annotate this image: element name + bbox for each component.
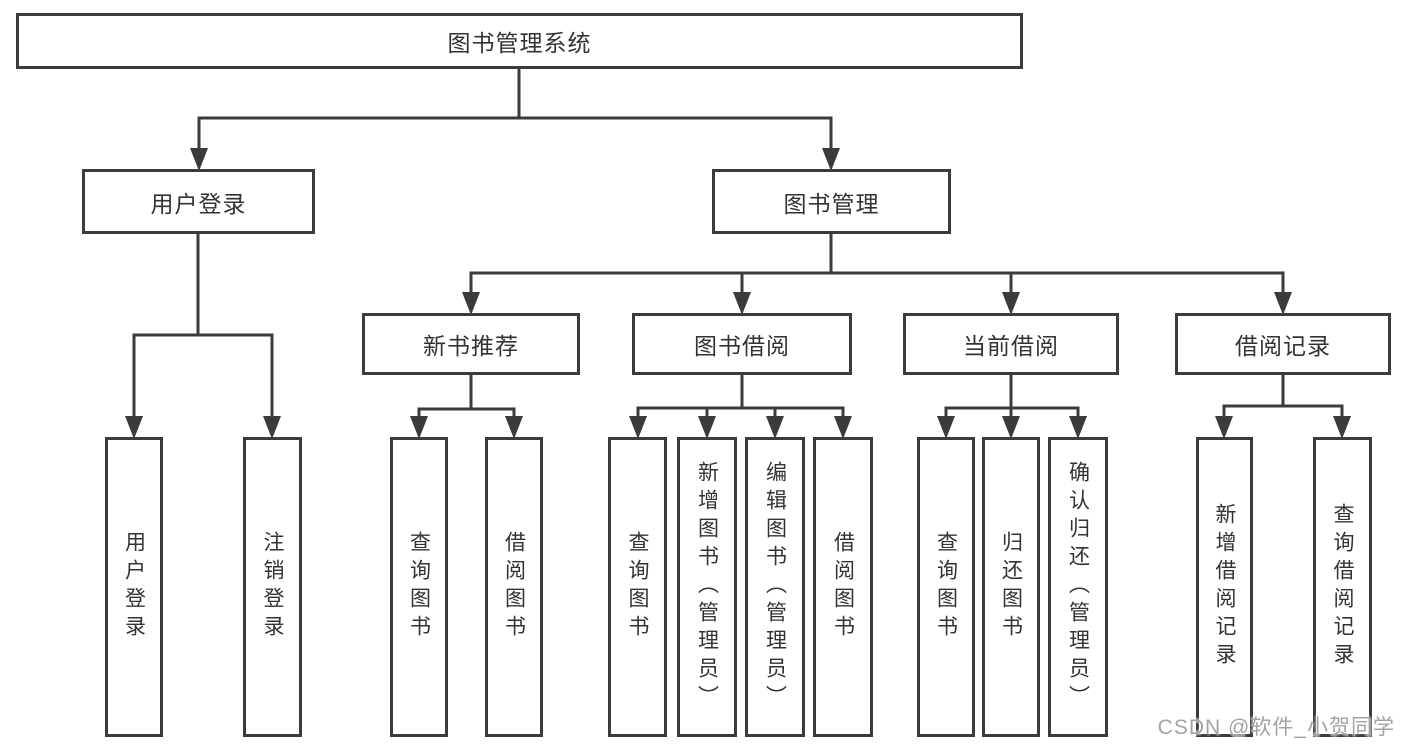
leaf-add-book-admin: 新增图书（管理员） bbox=[677, 437, 737, 737]
leaf-query-books-current: 查询图书 bbox=[917, 437, 975, 737]
leaf-label: 借阅图书 bbox=[502, 531, 526, 643]
node-borrow-records: 借阅记录 bbox=[1175, 313, 1391, 375]
leaf-label: 查询图书 bbox=[934, 531, 958, 643]
leaf-add-borrow-record: 新增借阅记录 bbox=[1196, 437, 1253, 737]
node-new-book-recommend: 新书推荐 bbox=[362, 313, 580, 375]
node-user-login: 用户登录 bbox=[82, 169, 315, 234]
leaf-query-books-recommend: 查询图书 bbox=[390, 437, 448, 737]
node-library-management-system: 图书管理系统 bbox=[16, 13, 1023, 69]
node-label: 用户登录 bbox=[150, 190, 247, 217]
node-label: 图书借阅 bbox=[694, 333, 790, 359]
leaf-borrow-books: 借阅图书 bbox=[813, 437, 873, 737]
leaf-label: 注销登录 bbox=[261, 531, 284, 643]
node-label: 借阅记录 bbox=[1235, 333, 1331, 359]
leaf-user-login: 用户登录 bbox=[105, 437, 163, 737]
leaf-logout: 注销登录 bbox=[243, 437, 302, 737]
arrowheads bbox=[125, 148, 1351, 439]
node-label: 当前借阅 bbox=[963, 333, 1059, 359]
leaf-label: 新增图书（管理员） bbox=[695, 461, 719, 713]
node-current-borrow: 当前借阅 bbox=[903, 313, 1119, 375]
leaf-label: 查询图书 bbox=[626, 531, 649, 643]
node-book-management: 图书管理 bbox=[712, 169, 951, 234]
leaf-label: 借阅图书 bbox=[831, 531, 855, 643]
leaf-borrow-books-recommend: 借阅图书 bbox=[485, 437, 543, 737]
leaf-label: 确认归还（管理员） bbox=[1066, 461, 1090, 713]
leaf-label: 归还图书 bbox=[999, 531, 1023, 643]
leaf-query-borrow-record: 查询借阅记录 bbox=[1313, 437, 1372, 737]
node-book-borrow: 图书借阅 bbox=[632, 313, 852, 375]
leaf-query-books-borrow: 查询图书 bbox=[608, 437, 667, 737]
leaf-label: 用户登录 bbox=[122, 531, 146, 643]
node-label: 新书推荐 bbox=[423, 333, 519, 359]
leaf-edit-book-admin: 编辑图书（管理员） bbox=[745, 437, 805, 737]
leaf-label: 编辑图书（管理员） bbox=[763, 461, 787, 713]
csdn-watermark: CSDN @软件_小贺同学 bbox=[1157, 716, 1395, 739]
leaf-label: 新增借阅记录 bbox=[1213, 503, 1236, 671]
leaf-return-book: 归还图书 bbox=[982, 437, 1040, 737]
leaf-confirm-return-admin: 确认归还（管理员） bbox=[1048, 437, 1108, 737]
leaf-label: 查询借阅记录 bbox=[1331, 503, 1354, 671]
leaf-label: 查询图书 bbox=[407, 531, 431, 643]
node-label: 图书管理系统 bbox=[447, 30, 592, 56]
node-label: 图书管理 bbox=[783, 190, 880, 217]
